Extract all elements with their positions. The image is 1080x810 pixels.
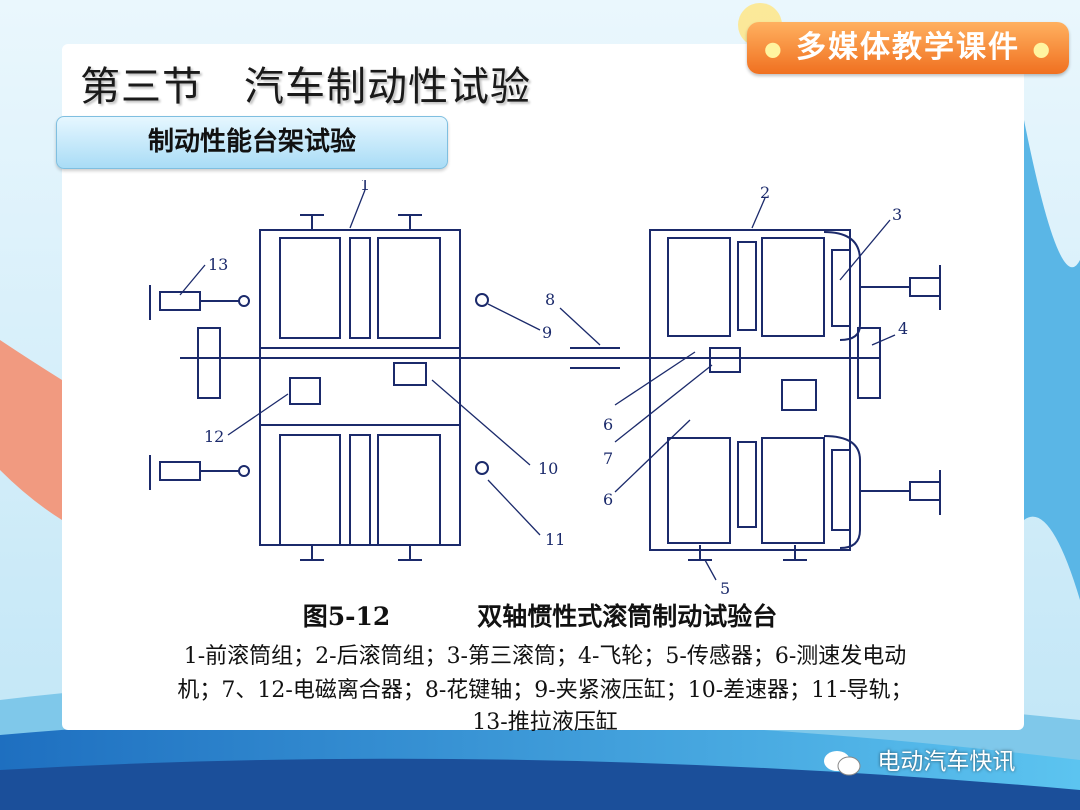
legend-line-2: 机；7、12-电磁离合器；8-花键轴；9-夹紧液压缸；10-差速器；11-导轨； (177, 678, 913, 703)
figure-number: 图5-12 (302, 602, 391, 631)
page-title: 第三节 汽车制动性试验 (80, 64, 531, 110)
flywheel-right (857, 327, 881, 399)
callout-labels: 1 2 3 4 5 6 6 7 8 9 10 11 12 13 (204, 180, 908, 598)
clutch-12 (289, 377, 321, 405)
clutch-7 (709, 347, 741, 373)
callout-10: 10 (538, 459, 558, 478)
differential-10 (393, 362, 427, 386)
figure-caption: 图5-12 双轴惯性式滚筒制动试验台 (80, 597, 1000, 633)
badge-label: 多媒体教学课件 (796, 30, 1020, 65)
dot-icon: ● (764, 36, 784, 61)
legend-line-3: 13-推拉液压缸 (472, 710, 618, 735)
section-button[interactable]: 制动性能台架试验 (56, 116, 448, 169)
figure-name: 双轴惯性式滚筒制动试验台 (477, 602, 778, 631)
watermark-text: 电动汽车快讯 (877, 749, 1016, 775)
callout-12: 12 (204, 427, 224, 446)
watermark: 电动汽车快讯 (822, 742, 1015, 777)
callout-4: 4 (898, 319, 908, 338)
differential-rear (781, 379, 817, 411)
callout-6-lower: 6 (603, 490, 613, 509)
multimedia-badge: ● 多媒体教学课件 ● (747, 22, 1069, 74)
front-roller-group (259, 214, 461, 561)
callout-7: 7 (603, 449, 613, 468)
dot-icon: ● (1032, 36, 1052, 61)
flywheel-left (197, 327, 221, 399)
rear-roller-group (649, 229, 861, 561)
callout-8: 8 (545, 290, 555, 309)
callout-6-upper: 6 (603, 415, 613, 434)
wechat-icon (824, 750, 861, 775)
push-pull-cylinders (149, 265, 941, 515)
callout-9: 9 (542, 323, 552, 342)
callout-1: 1 (360, 180, 370, 194)
test-bench-diagram: 1 2 3 4 5 6 6 7 8 9 10 11 12 13 (149, 180, 941, 598)
legend-line-1: 1-前滚筒组；2-后滚筒组；3-第三滚筒；4-飞轮；5-传感器；6-测速发电动 (183, 644, 907, 669)
clamp-cylinder (475, 293, 489, 307)
callout-11: 11 (545, 530, 565, 549)
callout-2: 2 (760, 183, 770, 202)
callout-13: 13 (208, 255, 228, 274)
callout-5: 5 (720, 579, 730, 598)
callout-3: 3 (892, 205, 902, 224)
